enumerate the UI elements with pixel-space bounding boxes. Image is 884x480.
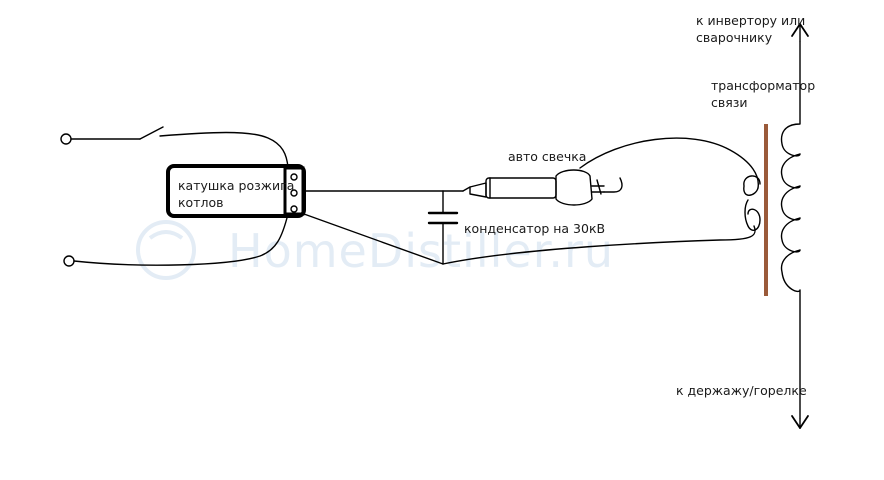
spark-plug-label: авто свечка xyxy=(508,149,587,164)
input-terminal-bottom xyxy=(63,255,75,267)
coil-label-line-2: котлов xyxy=(178,195,224,210)
to-inverter-label-line-2: сварочнику xyxy=(696,30,773,45)
to-holder-label: к держажу/горелке xyxy=(676,383,807,398)
coil-terminal-2 xyxy=(290,189,298,197)
wire-to-plug xyxy=(462,186,471,192)
coil-terminal-3 xyxy=(290,205,298,213)
wire-coil-return xyxy=(303,213,444,265)
arrow-down-icon xyxy=(791,415,809,429)
wire-primary-to-capacitor xyxy=(442,225,756,265)
wire-switch-to-coil xyxy=(159,131,289,169)
secondary-winding xyxy=(780,41,801,419)
input-terminal-top xyxy=(60,133,72,145)
spark-plug-icon xyxy=(469,169,623,206)
to-inverter-label-line-1: к инвертору или xyxy=(696,13,806,28)
transformer-label-line-2: связи xyxy=(711,95,748,110)
wire-plug-to-primary xyxy=(579,137,759,189)
coil-terminal-1 xyxy=(290,173,298,181)
watermark-text: HomeDistiller.ru xyxy=(228,224,615,278)
coil-label-line-1: катушка розжига xyxy=(178,178,295,193)
coil-terminal-block xyxy=(283,166,305,216)
capacitor-label: конденсатор на 30кВ xyxy=(464,221,606,236)
arrow-up-icon xyxy=(791,23,809,37)
switch-icon xyxy=(139,126,164,140)
primary-winding xyxy=(743,175,761,231)
transformer-label-line-1: трансформатор xyxy=(711,78,816,93)
watermark-logo-icon xyxy=(136,220,196,280)
wire-input-bottom xyxy=(73,213,289,266)
